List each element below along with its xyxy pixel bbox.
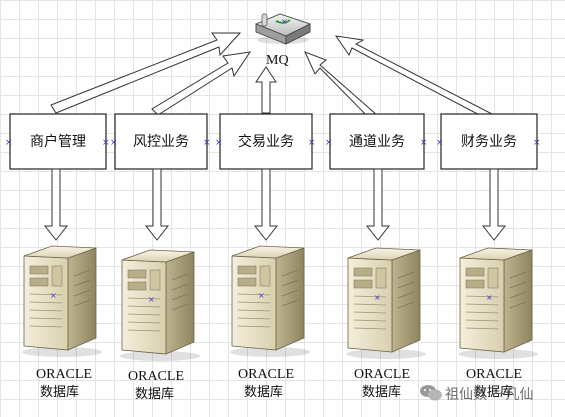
wechat-icon <box>420 385 442 401</box>
db-title-1: ORACLE <box>36 367 92 382</box>
database-server-icon <box>119 249 201 362</box>
db-subtitle-2: 数据库 <box>135 386 174 402</box>
arrow-channel-to-mq <box>304 51 379 122</box>
service-to-db-arrows <box>43 168 507 241</box>
arrow-channel-to-db <box>365 168 391 241</box>
service-boxes: 商户管理 风控业务 交易业务 通道业务 财务业务 <box>9 113 538 170</box>
svg-text:×: × <box>110 138 118 148</box>
service-box-risk: 风控业务 <box>114 113 208 170</box>
service-to-mq-arrows <box>50 32 495 122</box>
arrow-trade-to-mq <box>255 66 277 114</box>
database-server-icon <box>457 247 539 360</box>
db-title-2: ORACLE <box>128 369 184 384</box>
service-label-channel: 通道业务 <box>349 134 405 150</box>
service-label-risk: 风控业务 <box>133 134 189 150</box>
db-subtitle-1: 数据库 <box>40 384 79 400</box>
db-subtitle-3: 数据库 <box>244 384 283 400</box>
db-subtitle-4: 数据库 <box>362 384 401 400</box>
svg-text:×: × <box>436 138 444 148</box>
svg-text:×: × <box>5 138 13 148</box>
service-label-trade: 交易业务 <box>238 133 294 150</box>
service-label-merchant: 商户管理 <box>30 133 86 150</box>
watermark: 祖仙数·一凡仙 <box>420 385 533 403</box>
svg-text:×: × <box>308 138 316 148</box>
service-box-merchant: 商户管理 <box>9 113 107 170</box>
service-box-finance: 财务业务 <box>440 113 538 170</box>
mq-router-icon: × <box>254 13 312 45</box>
svg-text:×: × <box>215 138 223 148</box>
database-server-icon <box>21 245 103 358</box>
db-title-5: ORACLE <box>466 367 522 382</box>
database-server-icon <box>229 245 311 358</box>
service-label-finance: 财务业务 <box>461 134 517 150</box>
db-title-3: ORACLE <box>238 367 294 382</box>
connection-markers: ×× ×× ×× ×× ×× <box>5 138 541 148</box>
svg-text:×: × <box>325 138 333 148</box>
mq-label: MQ <box>266 53 289 68</box>
arrow-trade-to-db <box>253 168 279 241</box>
svg-text:×: × <box>102 138 110 148</box>
arrow-merchant-to-mq <box>50 32 242 114</box>
arrow-risk-to-mq <box>151 51 252 116</box>
db-title-4: ORACLE <box>354 367 410 382</box>
svg-text:×: × <box>533 138 541 148</box>
service-box-trade: 交易业务 <box>219 113 313 170</box>
arrow-finance-to-mq <box>334 35 495 121</box>
arrow-risk-to-db <box>144 168 170 241</box>
arrow-finance-to-db <box>481 168 507 241</box>
svg-text:×: × <box>281 17 288 26</box>
database-server-icon <box>345 247 427 360</box>
database-labels: ORACLE 数据库 ORACLE 数据库 ORACLE 数据库 ORACLE … <box>36 367 522 402</box>
svg-text:×: × <box>203 138 211 148</box>
db-subtitle-5: 数据库 <box>474 384 513 400</box>
service-box-channel: 通道业务 <box>329 113 425 170</box>
svg-text:×: × <box>420 138 428 148</box>
arrow-merchant-to-db <box>43 168 69 241</box>
watermark-text: 祖仙数·一凡仙 <box>445 387 533 403</box>
